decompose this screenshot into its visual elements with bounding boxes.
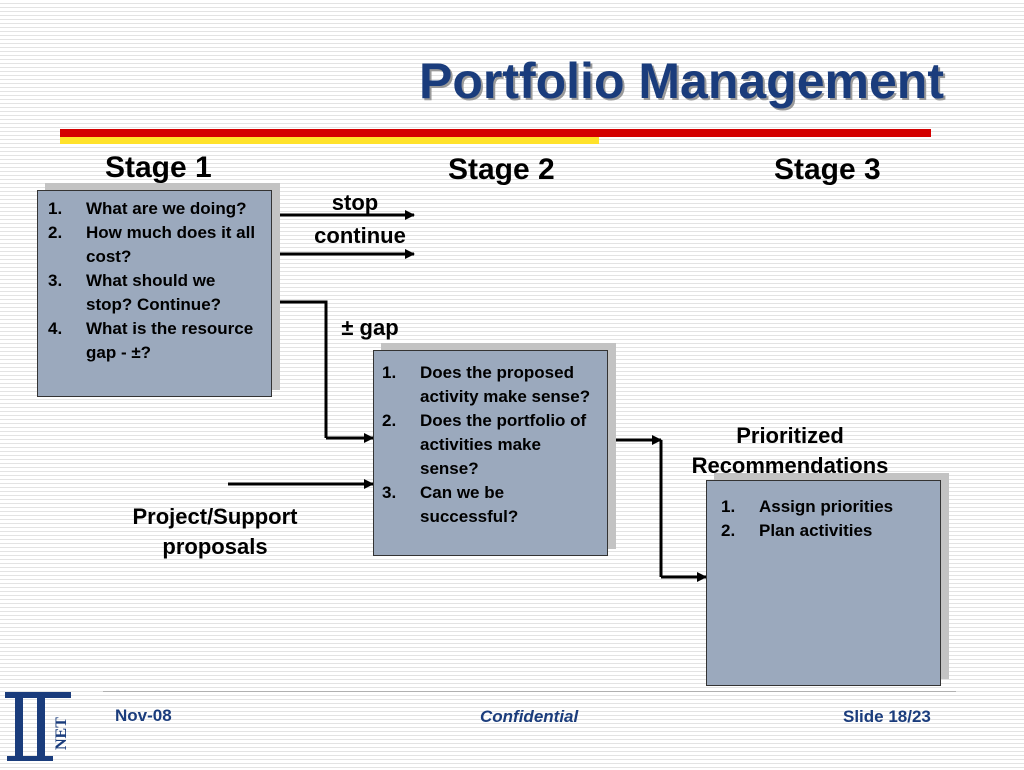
title-underline-red	[60, 129, 931, 137]
logo-mark-icon	[5, 692, 71, 761]
stage-1-box: 1.What are we doing? 2.How much does it …	[37, 190, 272, 397]
stage-1-heading: Stage 1	[105, 151, 212, 184]
stop-label: stop	[331, 190, 379, 215]
list-item: 1.What are we doing?	[48, 199, 247, 218]
list-item: 2.How much does it all cost?	[48, 223, 256, 266]
stage-2-heading: Stage 2	[448, 153, 555, 186]
page-title: Portfolio Management	[418, 53, 944, 109]
prioritized-recommendations-label: Prioritized Recommendations	[691, 423, 889, 478]
footer-slide-number: Slide 18/23	[843, 707, 931, 726]
stage-2-box: 1.Does the proposed activity make sense?…	[373, 350, 608, 556]
list-item: 2.Does the portfolio of activities make …	[382, 411, 587, 478]
list-item: 4.What is the resource gap - ±?	[48, 319, 254, 362]
stage-3-box: 1.Assign priorities 2.Plan activities	[706, 480, 941, 686]
list-item: 1.Assign priorities	[721, 497, 894, 516]
footer-confidential: Confidential	[480, 707, 579, 726]
stage-3-heading: Stage 3	[774, 153, 881, 186]
list-item: 2.Plan activities	[721, 521, 873, 540]
logo-text: NET	[53, 717, 70, 750]
title-underline-yellow	[60, 137, 599, 144]
continue-label: continue	[314, 223, 406, 248]
gap-label: ± gap	[341, 315, 399, 340]
footer-date: Nov-08	[115, 706, 172, 725]
list-item: 1.Does the proposed activity make sense?	[382, 363, 591, 406]
itnet-logo: NET	[3, 690, 75, 765]
list-item: 3.Can we be successful?	[382, 483, 519, 526]
gap-connector	[272, 300, 328, 438]
list-item: 3.What should we stop? Continue?	[48, 271, 222, 314]
proposals-label: Project/Support proposals	[132, 504, 298, 559]
footer-divider	[103, 691, 956, 692]
